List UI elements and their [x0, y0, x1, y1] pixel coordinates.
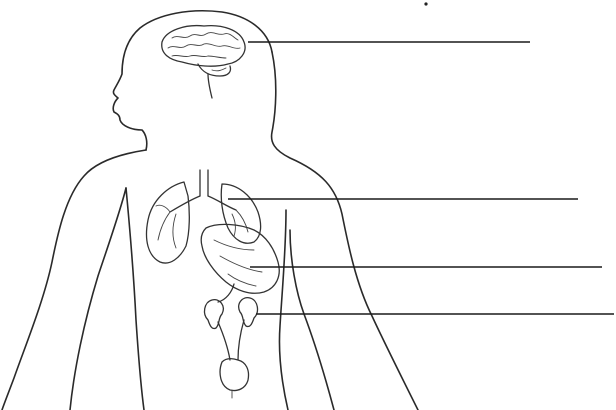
bladder [220, 359, 248, 391]
torso-left-outline [126, 188, 144, 410]
head-outline [113, 11, 272, 150]
kidney-right [239, 298, 258, 327]
trachea [200, 170, 208, 196]
brain-drawing [162, 26, 245, 98]
lung-left [147, 182, 190, 263]
kidney-left [205, 300, 224, 329]
stomach-drawing [201, 224, 279, 302]
body-outline [2, 11, 418, 410]
arm-left-inner-outline [70, 188, 126, 410]
arm-right-inner-outline [290, 230, 334, 410]
torso-right-outline [279, 210, 288, 410]
neck-back-outline [272, 52, 418, 410]
lung-right [221, 184, 260, 243]
ink-dot [424, 2, 427, 5]
label-lines [228, 42, 614, 314]
shoulder-left-outline [2, 150, 146, 410]
kidneys-drawing [205, 298, 258, 398]
